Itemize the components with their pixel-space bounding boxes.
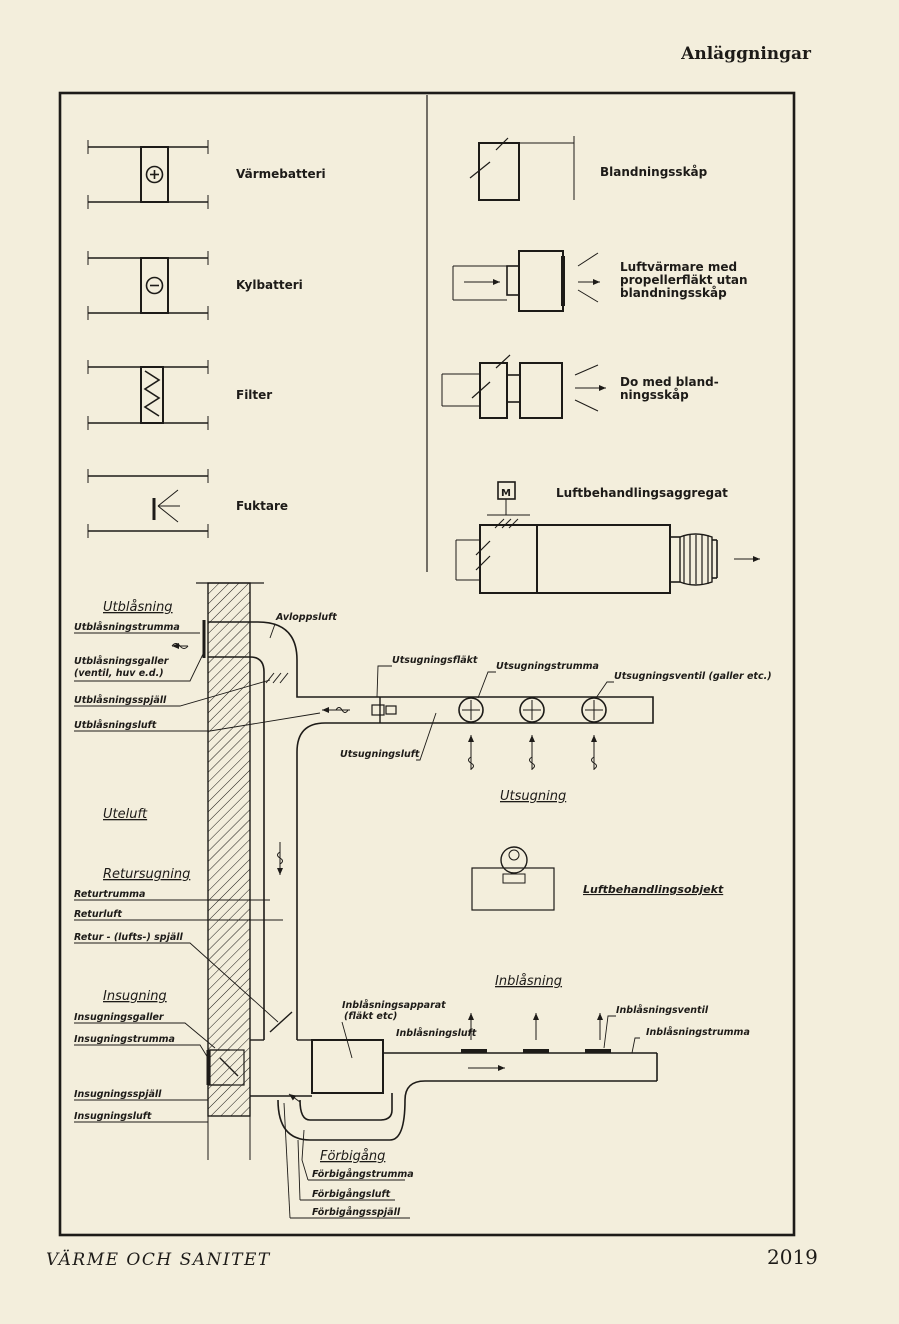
label-supply-duct: Inblåsningstrumma xyxy=(646,1027,750,1038)
airflow-arrows xyxy=(171,643,603,1103)
legend-unit-heater-mixing-1: Do med bland- xyxy=(620,375,719,389)
label-supply-unit-2: (fläkt etc) xyxy=(344,1011,397,1022)
label-discharge-grille-2: (ventil, huv e.d.) xyxy=(74,668,164,679)
exhaust-duct xyxy=(202,620,654,1040)
heading-bypass: Förbigång xyxy=(320,1149,385,1164)
heading-exhaust: Utsugning xyxy=(500,789,566,804)
page-footer-title: VÄRME OCH SANITET xyxy=(46,1250,271,1270)
legend-mixing-box: Blandningsskåp xyxy=(600,165,708,179)
label-exhaust-duct: Utsugningstrumma xyxy=(496,661,599,672)
air-handling-unit-symbol xyxy=(455,481,760,594)
label-supply-air: Inblåsningsluft xyxy=(396,1028,477,1039)
building-wall xyxy=(196,582,264,1160)
unit-heater-mixing-symbol xyxy=(441,354,606,419)
treated-object-room xyxy=(471,846,555,911)
heading-discharge: Utblåsning xyxy=(103,600,173,615)
heading-outdoor-air: Uteluft xyxy=(103,807,148,822)
heading-supply: Inblåsning xyxy=(495,974,562,989)
label-treated-object: Luftbehandlingsobjekt xyxy=(583,883,724,896)
legend-air-handling-unit: Luftbehandlingsaggregat xyxy=(556,486,728,500)
legend-heating-coil: Värmebatteri xyxy=(236,167,326,181)
humidifier-symbol xyxy=(87,469,209,538)
label-intake-grille: Insugningsgaller xyxy=(74,1012,165,1023)
label-discharge-grille-1: Utblåsningsgaller xyxy=(74,656,170,667)
return-damper xyxy=(269,1011,293,1033)
label-discharge-damper: Utblåsningsspjäll xyxy=(74,695,167,706)
heading-intake: Insugning xyxy=(103,989,167,1004)
label-exhaust-valve: Utsugningsventil (galler etc.) xyxy=(614,671,772,682)
legend-humidifier: Fuktare xyxy=(236,499,288,513)
filter-symbol xyxy=(87,360,209,430)
mixing-box-symbol xyxy=(469,136,575,201)
legend-unit-heater-2: propellerfläkt utan xyxy=(620,273,748,287)
legend-unit-heater-mixing-2: ningsskåp xyxy=(620,388,689,402)
motor-symbol-letter: M xyxy=(501,488,511,499)
legend-filter: Filter xyxy=(236,388,272,402)
heading-return: Retursugning xyxy=(103,867,190,882)
label-return-duct: Returtrumma xyxy=(74,889,145,900)
label-return-damper: Retur - (lufts-) spjäll xyxy=(74,932,183,943)
label-exhaust-air-2: Utsugningsluft xyxy=(340,749,420,760)
legend-unit-heater-1: Luftvärmare med xyxy=(620,260,737,274)
label-supply-valve: Inblåsningsventil xyxy=(616,1005,709,1016)
label-supply-unit-1: Inblåsningsapparat xyxy=(342,1000,446,1011)
label-bypass-damper: Förbigångsspjäll xyxy=(312,1207,401,1218)
legend-unit-heater-3: blandningsskåp xyxy=(620,286,727,300)
unit-heater-symbol xyxy=(452,250,600,312)
label-intake-damper: Insugningsspjäll xyxy=(74,1089,162,1100)
page-header: Anläggningar xyxy=(681,44,811,64)
label-discharge-air: Utblåsningsluft xyxy=(74,720,157,731)
leader-lines xyxy=(74,623,640,1219)
label-bypass-duct: Förbigångstrumma xyxy=(312,1169,414,1180)
label-exhaust-fan: Utsugningsfläkt xyxy=(392,655,478,666)
supply-duct xyxy=(206,1039,658,1141)
label-intake-air: Insugningsluft xyxy=(74,1111,152,1122)
label-discharge-duct: Utblåsningstrumma xyxy=(74,622,180,633)
heating-coil-symbol xyxy=(87,140,209,209)
page-number: 2019 xyxy=(767,1245,818,1269)
label-intake-duct: Insugningstrumma xyxy=(74,1034,175,1045)
label-return-air: Returluft xyxy=(74,909,122,920)
label-exhaust-air: Avloppsluft xyxy=(275,612,337,623)
label-bypass-air: Förbigångsluft xyxy=(312,1189,391,1200)
legend-cooling-coil: Kylbatteri xyxy=(236,278,303,292)
diagram-frame xyxy=(58,91,796,1237)
cooling-coil-symbol xyxy=(87,251,209,320)
